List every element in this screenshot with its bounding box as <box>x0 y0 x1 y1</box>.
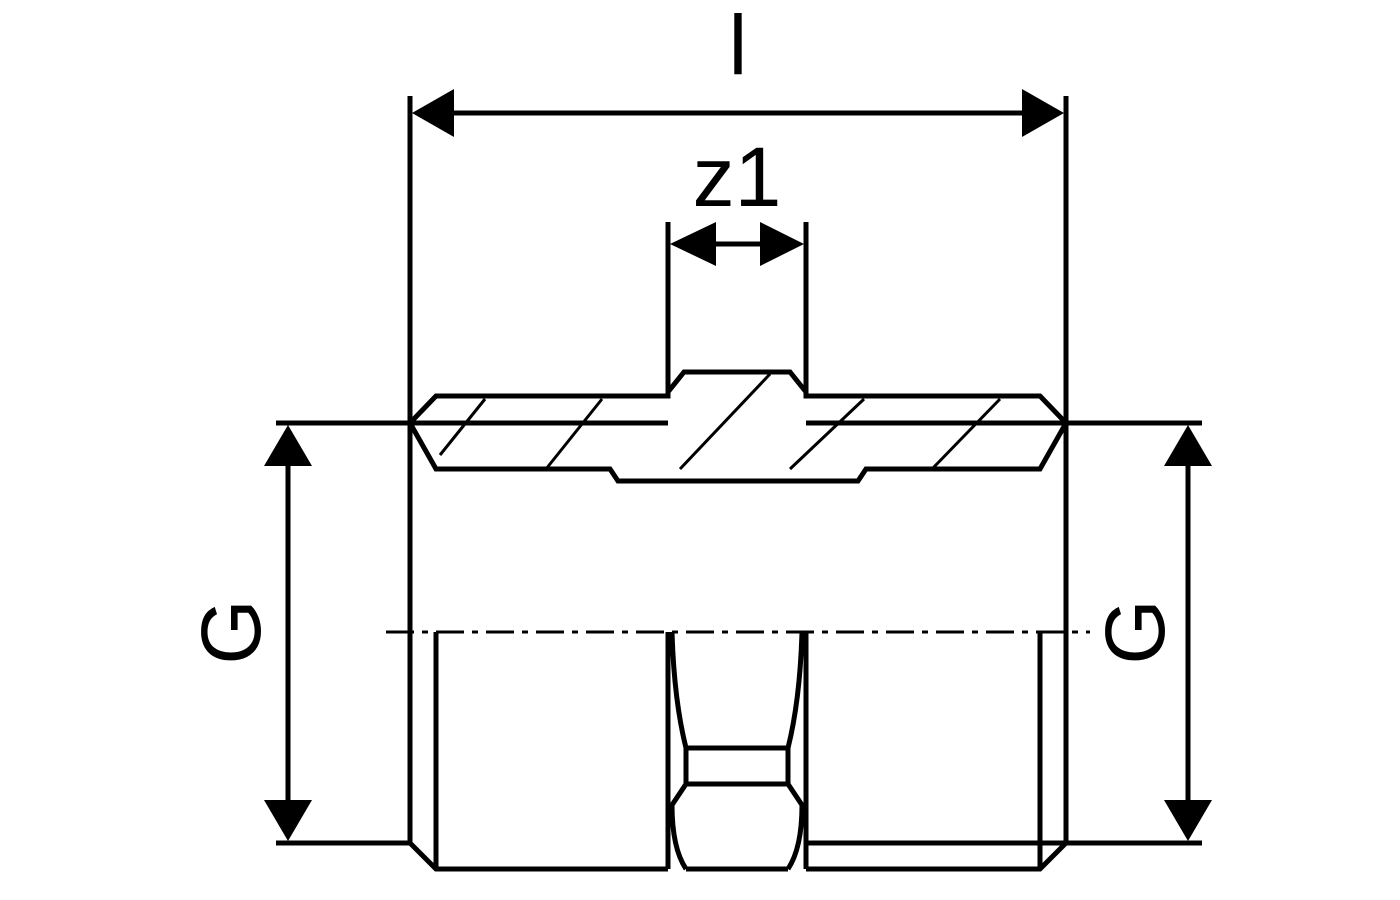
arrowhead-z1-left <box>670 222 716 266</box>
section-hatching <box>438 372 1002 471</box>
left-thread-end <box>407 632 668 872</box>
label-z1: z1 <box>693 130 782 224</box>
hex-collar <box>665 631 809 872</box>
arrowhead-g-right-bottom <box>1164 800 1212 841</box>
section-outline <box>406 369 1070 484</box>
dimension-g-right <box>1064 420 1212 846</box>
external-view <box>407 631 1069 872</box>
arrowhead-l-right <box>1022 89 1064 137</box>
label-l: l <box>729 0 748 92</box>
arrowhead-g-left-bottom <box>264 800 312 841</box>
dimension-z1 <box>665 222 809 392</box>
arrowhead-l-left <box>412 89 454 137</box>
arrowhead-z1-right <box>760 222 804 266</box>
label-g-right: G <box>1088 599 1182 664</box>
arrowhead-g-left-top <box>264 425 312 466</box>
section-wall <box>406 369 1070 484</box>
right-thread-end <box>806 632 1069 872</box>
label-g-left: G <box>184 599 278 664</box>
dimension-g-left <box>264 420 412 846</box>
arrowhead-g-right-top <box>1164 425 1212 466</box>
